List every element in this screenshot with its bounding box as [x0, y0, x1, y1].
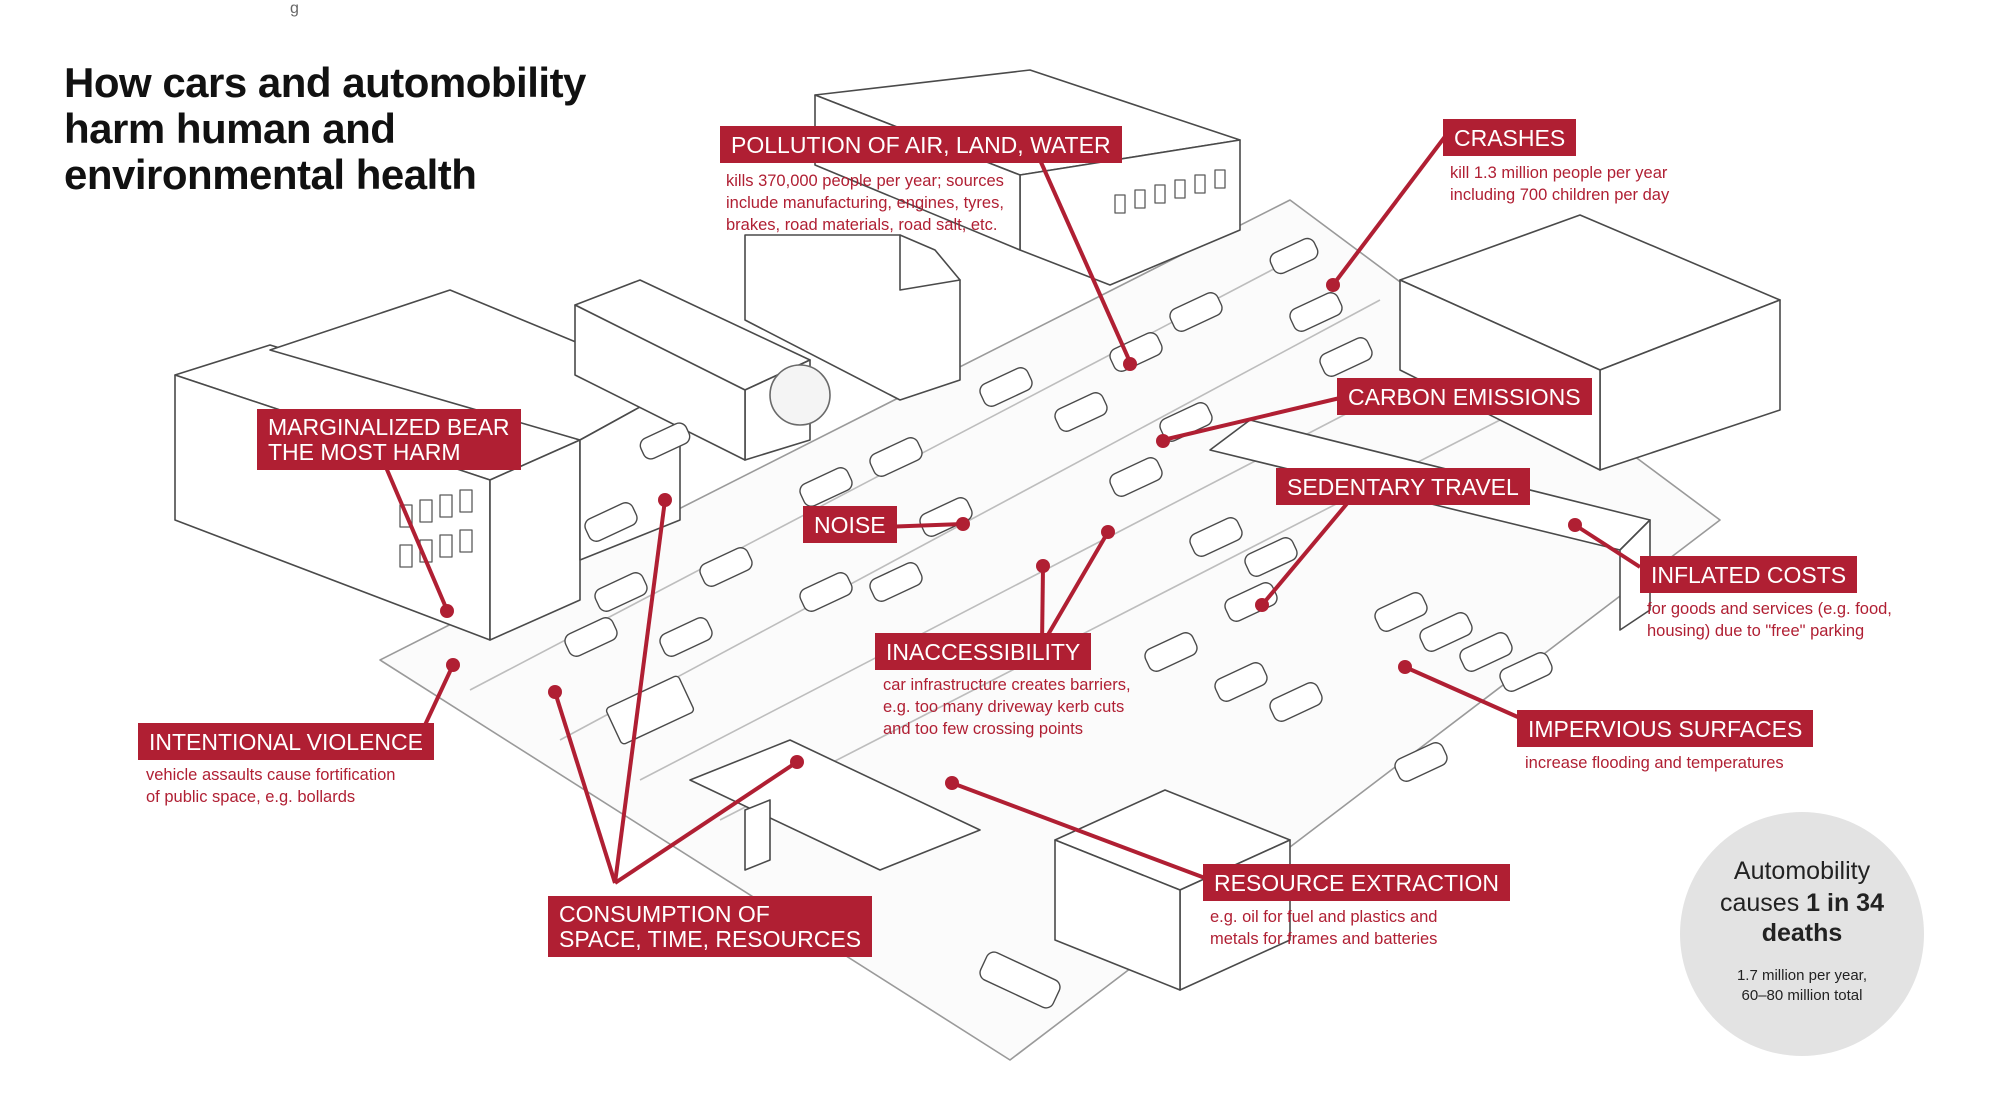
title-line: How cars and automobility [64, 59, 586, 106]
page-title: How cars and automobility harm human and… [64, 60, 624, 198]
desc-resource-extraction: e.g. oil for fuel and plastics and metal… [1210, 906, 1437, 950]
label-impervious-surfaces: IMPERVIOUS SURFACES [1517, 710, 1814, 747]
desc-line: car infrastructure creates barriers, [883, 676, 1131, 694]
desc-line: brakes, road materials, road salt, etc. [726, 216, 998, 234]
desc-pollution: kills 370,000 people per year; sources i… [726, 170, 1004, 236]
desc-line: e.g. too many driveway kerb cuts [883, 698, 1125, 716]
label-inflated-costs: INFLATED COSTS [1640, 556, 1858, 593]
stat-highlight: 1 in 34 [1806, 889, 1884, 917]
cars [564, 237, 1553, 1009]
label-intentional-violence: INTENTIONAL VIOLENCE [138, 723, 434, 760]
label-inaccessibility: INACCESSIBILITY [875, 633, 1092, 670]
desc-line: kill 1.3 million people per year [1450, 164, 1668, 182]
tree [769, 364, 831, 426]
desc-crashes: kill 1.3 million people per year includi… [1450, 162, 1669, 206]
title-line: environmental health [64, 151, 477, 198]
label-resource-extraction: RESOURCE EXTRACTION [1203, 864, 1510, 901]
stat-line: causes 1 in 34 [1680, 888, 1924, 918]
label-consumption: CONSUMPTION OF SPACE, TIME, RESOURCES [548, 896, 873, 957]
desc-inaccessibility: car infrastructure creates barriers, e.g… [883, 674, 1131, 740]
leader-dots [440, 278, 1582, 790]
stat-line: Automobility [1733, 857, 1871, 885]
label-carbon-emissions: CARBON EMISSIONS [1337, 378, 1592, 415]
desc-line: for goods and services (e.g. food, [1647, 600, 1892, 618]
label-sedentary-travel: SEDENTARY TRAVEL [1276, 468, 1530, 505]
desc-impervious-surfaces: increase flooding and temperatures [1525, 752, 1784, 774]
desc-inflated-costs: for goods and services (e.g. food, housi… [1647, 598, 1892, 642]
label-marginalized: MARGINALIZED BEAR THE MOST HARM [257, 409, 521, 470]
label-line: THE MOST HARM [268, 439, 461, 465]
leader-lines [383, 128, 1642, 885]
stat-prefix: causes [1720, 889, 1807, 917]
stat-line: deaths [1761, 919, 1843, 947]
top-caption: g [290, 0, 299, 17]
label-pollution: POLLUTION OF AIR, LAND, WATER [720, 126, 1122, 163]
stat-line: 60–80 million total [1741, 987, 1863, 1004]
right-building [1399, 214, 1781, 471]
desc-intentional-violence: vehicle assaults cause fortification of … [146, 764, 395, 808]
title-line: harm human and [64, 105, 396, 152]
label-line: SPACE, TIME, RESOURCES [559, 926, 862, 952]
desc-line: including 700 children per day [1450, 186, 1670, 204]
desc-line: include manufacturing, engines, tyres, [726, 194, 1004, 212]
label-line: MARGINALIZED BEAR [268, 414, 510, 440]
desc-line: housing) due to "free" parking [1647, 622, 1865, 640]
desc-line: of public space, e.g. bollards [146, 788, 356, 806]
desc-line: metals for frames and batteries [1210, 930, 1438, 948]
desc-line: e.g. oil for fuel and plastics and [1210, 908, 1438, 926]
desc-line: and too few crossing points [883, 720, 1083, 738]
desc-line: kills 370,000 people per year; sources [726, 172, 1004, 190]
house-building [744, 234, 961, 401]
desc-line: increase flooding and temperatures [1525, 754, 1784, 772]
desc-line: vehicle assaults cause fortification [146, 766, 396, 784]
gas-station [689, 739, 981, 871]
stat-line: 1.7 million per year, [1736, 967, 1868, 984]
label-crashes: CRASHES [1443, 119, 1577, 156]
stat-circle: Automobility causes 1 in 34 deaths 1.7 m… [1680, 812, 1924, 1056]
label-line: CONSUMPTION OF [559, 901, 770, 927]
label-noise: NOISE [803, 506, 897, 543]
